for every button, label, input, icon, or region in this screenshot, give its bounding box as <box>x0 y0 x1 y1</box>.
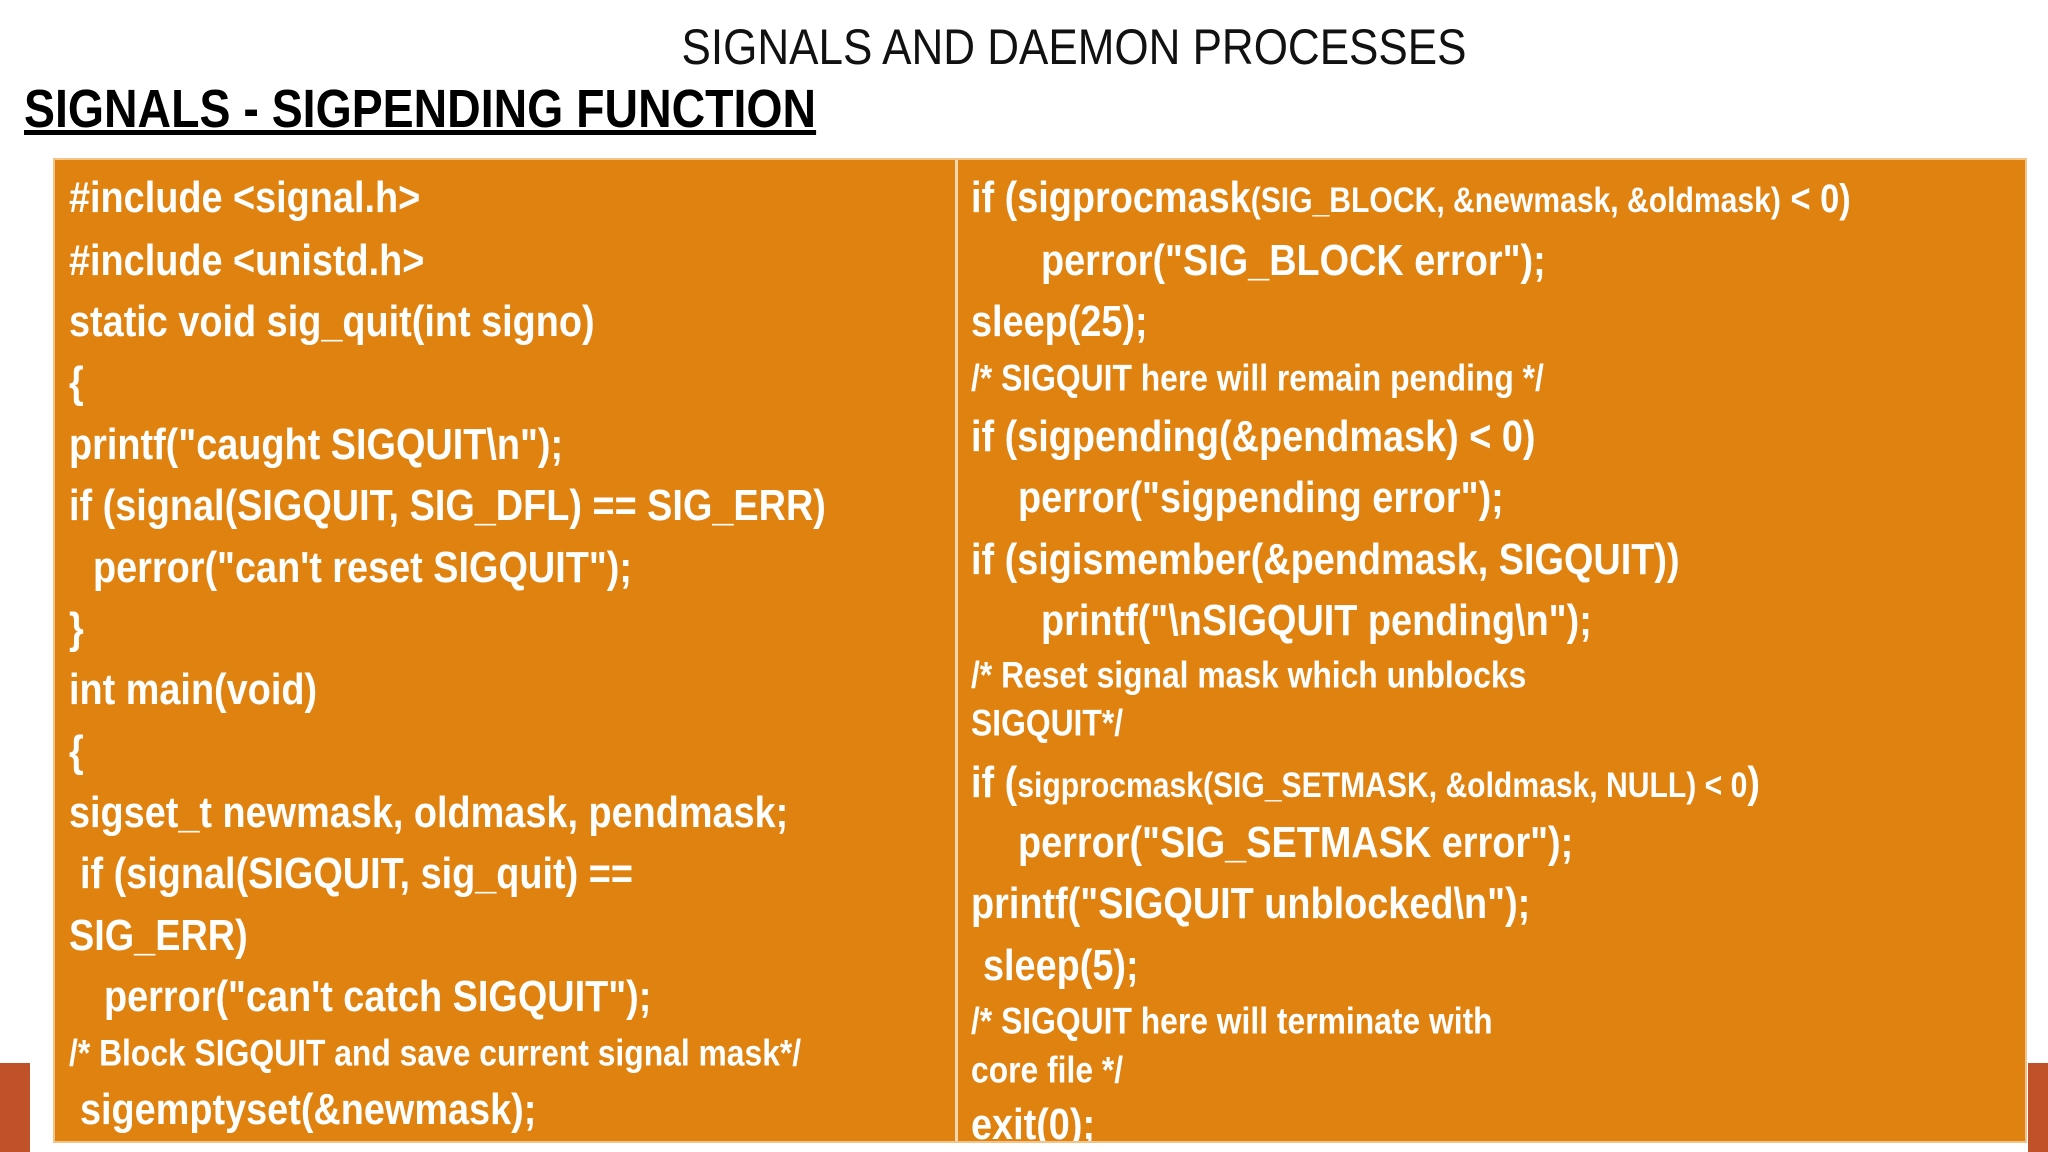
code-line: int main(void) <box>69 665 318 714</box>
code-line: sleep(25); <box>971 297 1148 346</box>
code-panel: #include <signal.h> #include <unistd.h> … <box>53 158 2027 1143</box>
code-token: sigprocmask(SIG_SETMASK, &oldmask, NULL)… <box>1017 766 1748 805</box>
code-line: if (sigpending(&pendmask) < 0) <box>971 412 1536 461</box>
code-line: sigemptyset(&newmask); <box>80 1085 537 1134</box>
code-comment: /* SIGQUIT here will terminate with <box>971 1000 1493 1042</box>
code-line: perror("can't catch SIGQUIT"); <box>104 972 652 1021</box>
decorative-bar-left <box>0 1063 30 1152</box>
code-line: #include <unistd.h> <box>69 236 425 285</box>
code-line: exit(0); <box>971 1100 1096 1143</box>
code-token: if (sigprocmask <box>971 173 1251 222</box>
code-line: perror("SIG_BLOCK error"); <box>1041 236 1546 285</box>
code-line: SIG_ERR) <box>69 911 248 960</box>
code-comment: /* SIGQUIT here will remain pending */ <box>971 357 1544 399</box>
code-token: < 0) <box>1780 177 1851 221</box>
code-line: if (signal(SIGQUIT, sig_quit) == <box>80 849 633 898</box>
decorative-bar-right <box>2028 1063 2048 1152</box>
code-comment: /* Block SIGQUIT and save current signal… <box>69 1032 802 1074</box>
code-line: perror("sigpending error"); <box>1018 473 1504 522</box>
code-line: sleep(5); <box>983 941 1139 990</box>
code-comment: core file */ <box>971 1049 1124 1091</box>
slide-title: SIGNALS - SIGPENDING FUNCTION <box>24 79 817 139</box>
column-divider <box>955 160 958 1141</box>
code-token: if ( <box>971 758 1018 807</box>
code-line: #include <signal.h> <box>69 173 421 222</box>
code-line: printf("caught SIGQUIT\n"); <box>69 420 564 469</box>
code-line: printf("\nSIGQUIT pending\n"); <box>1041 596 1592 645</box>
code-line: perror("can't reset SIGQUIT"); <box>93 543 633 592</box>
code-line: { <box>69 727 84 776</box>
code-token: ) <box>1747 758 1760 807</box>
slide-header: SIGNALS AND DAEMON PROCESSES <box>681 19 1467 75</box>
code-comment: /* Reset signal mask which unblocks <box>971 654 1527 696</box>
code-line: } <box>69 604 84 653</box>
code-line: if (signal(SIGQUIT, SIG_DFL) == SIG_ERR) <box>69 481 826 530</box>
code-line: { <box>69 358 84 407</box>
code-line: perror("SIG_SETMASK error"); <box>1018 818 1574 867</box>
code-token: (SIG_BLOCK, &newmask, &oldmask) <box>1250 181 1781 220</box>
code-line: if (sigprocmask(SIG_BLOCK, &newmask, &ol… <box>971 176 1851 220</box>
code-line: static void sig_quit(int signo) <box>69 297 595 346</box>
code-line: if (sigprocmask(SIG_SETMASK, &oldmask, N… <box>971 761 1760 805</box>
code-line: printf("SIGQUIT unblocked\n"); <box>971 879 1531 928</box>
code-line: if (sigismember(&pendmask, SIGQUIT)) <box>971 535 1680 584</box>
code-line: sigset_t newmask, oldmask, pendmask; <box>69 788 789 837</box>
code-comment: SIGQUIT*/ <box>971 702 1124 744</box>
